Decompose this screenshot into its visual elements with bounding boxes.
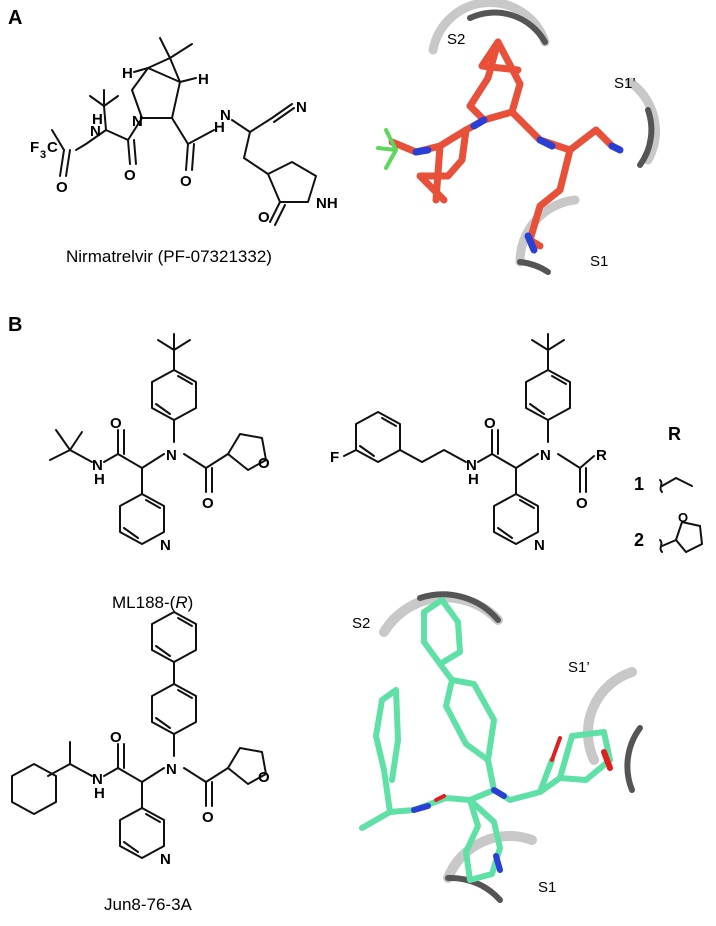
svg-text:N: N xyxy=(166,761,177,778)
svg-text:N: N xyxy=(466,457,477,474)
r-group-furyl-oxygen: O xyxy=(678,510,688,525)
svg-text:N: N xyxy=(296,99,307,116)
pocket-label-s1-top: S1 xyxy=(590,253,608,270)
svg-text:N: N xyxy=(540,447,551,464)
series-structure xyxy=(343,333,595,545)
svg-text:H: H xyxy=(468,471,479,488)
r-table-row-1-number: 1 xyxy=(634,474,644,494)
svg-text:NH: NH xyxy=(316,195,338,212)
svg-text:O: O xyxy=(258,769,270,786)
svg-text:H: H xyxy=(198,71,209,88)
pocket-label-s1p-bottom: S1’ xyxy=(568,659,590,676)
svg-text:O: O xyxy=(124,167,136,184)
svg-text:N: N xyxy=(166,447,177,464)
svg-text:O: O xyxy=(258,209,270,226)
svg-text:C: C xyxy=(47,139,58,156)
svg-text:H: H xyxy=(94,471,105,488)
svg-text:R: R xyxy=(596,447,607,464)
jun8-3d-heteroatoms xyxy=(411,736,613,873)
r-table-header: R xyxy=(668,424,681,444)
svg-text:N: N xyxy=(534,537,545,554)
svg-text:N: N xyxy=(160,851,171,868)
svg-text:O: O xyxy=(110,729,122,746)
pocket-label-s2-bottom: S2 xyxy=(352,615,370,632)
svg-text:O: O xyxy=(258,455,270,472)
svg-text:O: O xyxy=(202,495,214,512)
ml188-structure xyxy=(49,333,267,545)
series-atom-labels: F O N H N R O N xyxy=(330,415,607,554)
svg-text:O: O xyxy=(180,173,192,190)
svg-text:N: N xyxy=(220,107,231,124)
svg-text:H: H xyxy=(94,785,105,802)
jun8-atom-labels: O N H N O O N xyxy=(92,729,270,868)
jun8-caption: Jun8-76-3A xyxy=(104,895,193,914)
svg-text:F: F xyxy=(30,139,39,156)
svg-text:F: F xyxy=(330,449,339,466)
svg-text:O: O xyxy=(484,415,496,432)
panel-label-a: A xyxy=(8,7,22,29)
svg-text:O: O xyxy=(202,809,214,826)
pocket-label-s1-bottom: S1 xyxy=(538,879,556,896)
svg-text:O: O xyxy=(576,495,588,512)
svg-text:N: N xyxy=(92,457,103,474)
r-table-row-2-number: 2 xyxy=(634,530,644,550)
ml188-atom-labels: O N H N O O N xyxy=(92,415,270,554)
svg-text:N: N xyxy=(90,123,101,140)
jun8-structure xyxy=(11,611,267,859)
svg-text:N: N xyxy=(92,771,103,788)
svg-text:O: O xyxy=(110,415,122,432)
pocket-label-s2-top: S2 xyxy=(447,31,465,48)
panel-label-b: B xyxy=(8,314,22,336)
svg-text:O: O xyxy=(56,179,68,196)
svg-text:H: H xyxy=(122,65,133,82)
r-group-vinyl xyxy=(659,476,693,493)
svg-text:N: N xyxy=(160,537,171,554)
pocket-arcs-bottom xyxy=(379,591,643,903)
nirmatrelvir-3d-pose xyxy=(376,38,624,254)
pocket-label-s1p-top: S1’ xyxy=(614,75,636,92)
svg-text:N: N xyxy=(132,113,143,130)
svg-text:3: 3 xyxy=(40,149,46,161)
svg-text:H: H xyxy=(92,111,103,128)
nirmatrelvir-structure xyxy=(51,37,317,226)
r-group-furyl xyxy=(659,520,704,554)
nirmatrelvir-caption: Nirmatrelvir (PF-07321332) xyxy=(66,247,272,266)
svg-text:H: H xyxy=(214,119,225,136)
ml188-caption: ML188-(R) xyxy=(112,593,193,612)
